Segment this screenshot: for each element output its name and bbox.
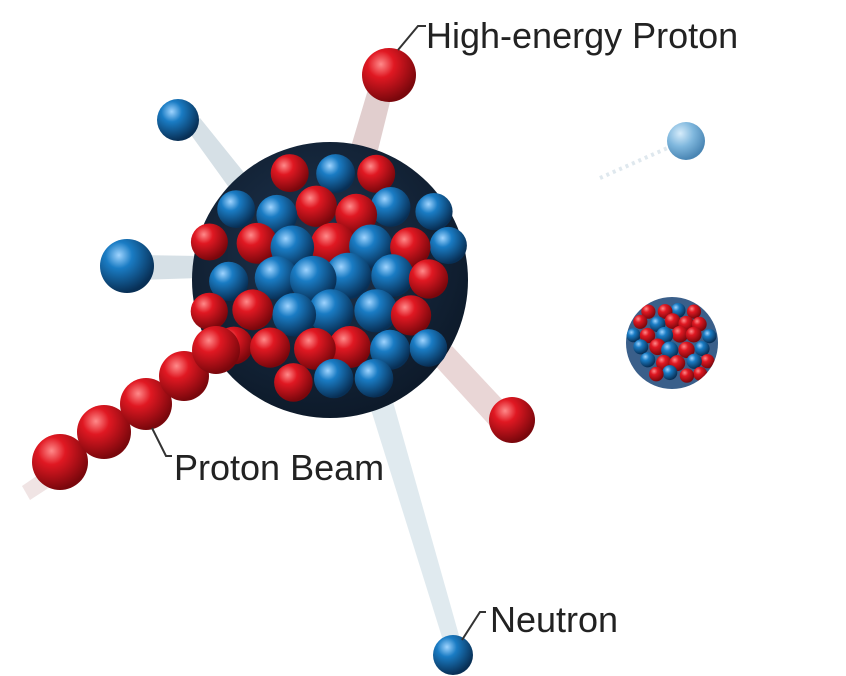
nucleus-proton — [679, 368, 695, 383]
beam-proton — [32, 434, 88, 490]
nucleus-proton — [671, 325, 689, 343]
nucleus-proton — [678, 341, 695, 358]
leader-lines — [151, 25, 486, 641]
leader-proton-beam — [151, 427, 172, 457]
nucleus-neutron — [316, 154, 355, 193]
nucleus-neutron — [308, 289, 354, 335]
residual-nucleus — [626, 297, 718, 389]
nucleus-neutron — [217, 190, 256, 229]
nucleus-neutron — [354, 359, 394, 398]
nucleus-proton — [190, 223, 228, 261]
nucleus-neutron — [409, 329, 448, 367]
label-high-energy-proton: High-energy Proton — [426, 15, 738, 56]
nucleus-proton — [649, 366, 664, 382]
nucleus-proton — [295, 185, 337, 227]
nucleus-neutron — [633, 339, 649, 355]
nucleus-proton — [250, 327, 291, 368]
nucleus-proton — [408, 259, 449, 299]
beam-proton — [77, 405, 131, 459]
ejected-particles — [100, 48, 705, 675]
nucleus-proton — [357, 154, 396, 193]
nucleus-neutron — [371, 254, 414, 297]
nucleus-neutron — [314, 358, 354, 399]
nucleus-neutron — [209, 261, 249, 301]
nucleus-neutron — [254, 256, 299, 300]
nucleus-proton — [390, 295, 432, 336]
ejected-proton-right — [489, 397, 535, 443]
nucleus-proton — [664, 313, 681, 329]
label-proton-beam: Proton Beam — [174, 447, 384, 488]
nucleus-proton — [232, 289, 274, 331]
nucleus-proton — [693, 366, 708, 381]
nucleus-neutron — [694, 341, 710, 357]
nucleus-proton — [294, 327, 336, 370]
faint-neutron — [667, 122, 705, 160]
nucleus-proton — [236, 222, 278, 264]
nucleus-neutron — [324, 252, 372, 300]
nucleus-neutron — [662, 365, 678, 381]
nucleus-proton — [633, 314, 648, 329]
nucleus-neutron — [640, 352, 656, 368]
nucleus-neutron — [370, 187, 411, 227]
nucleus-neutron — [429, 226, 467, 265]
nucleus-proton — [328, 326, 371, 368]
trail-faint-neutron — [599, 144, 673, 180]
target-nucleus — [190, 142, 468, 418]
nucleus-neutron — [354, 289, 398, 333]
nucleus-proton — [639, 327, 656, 344]
ejected-neutron-left — [100, 239, 154, 293]
trail-bottom-neutron — [368, 398, 462, 650]
proton-beam — [32, 326, 240, 490]
nucleus-neutron — [661, 341, 679, 359]
beam-proton — [120, 378, 172, 430]
leader-high-energy-proton — [397, 25, 426, 51]
label-neutron: Neutron — [490, 599, 618, 640]
trail-right-proton — [432, 346, 510, 430]
ejected-neutron-upper-left — [157, 99, 199, 141]
nucleus-proton — [685, 326, 702, 343]
nucleus-neutron — [686, 353, 702, 369]
high-energy-proton — [362, 48, 416, 102]
nucleus-neutron — [626, 328, 641, 343]
nucleus-proton — [190, 292, 228, 330]
ejected-neutron-bottom — [433, 635, 473, 675]
nucleus-proton — [686, 304, 702, 319]
beam-proton — [192, 326, 240, 374]
nucleus-proton — [700, 354, 715, 369]
nucleus-neutron — [415, 193, 453, 231]
nucleus-neutron — [370, 329, 410, 370]
nucleus-proton — [274, 363, 313, 402]
nucleus-proton — [641, 304, 656, 319]
nucleus-proton — [270, 154, 309, 193]
leader-neutron — [461, 611, 486, 641]
nucleus-neutron — [702, 329, 717, 344]
nucleus-neutron — [272, 293, 317, 337]
